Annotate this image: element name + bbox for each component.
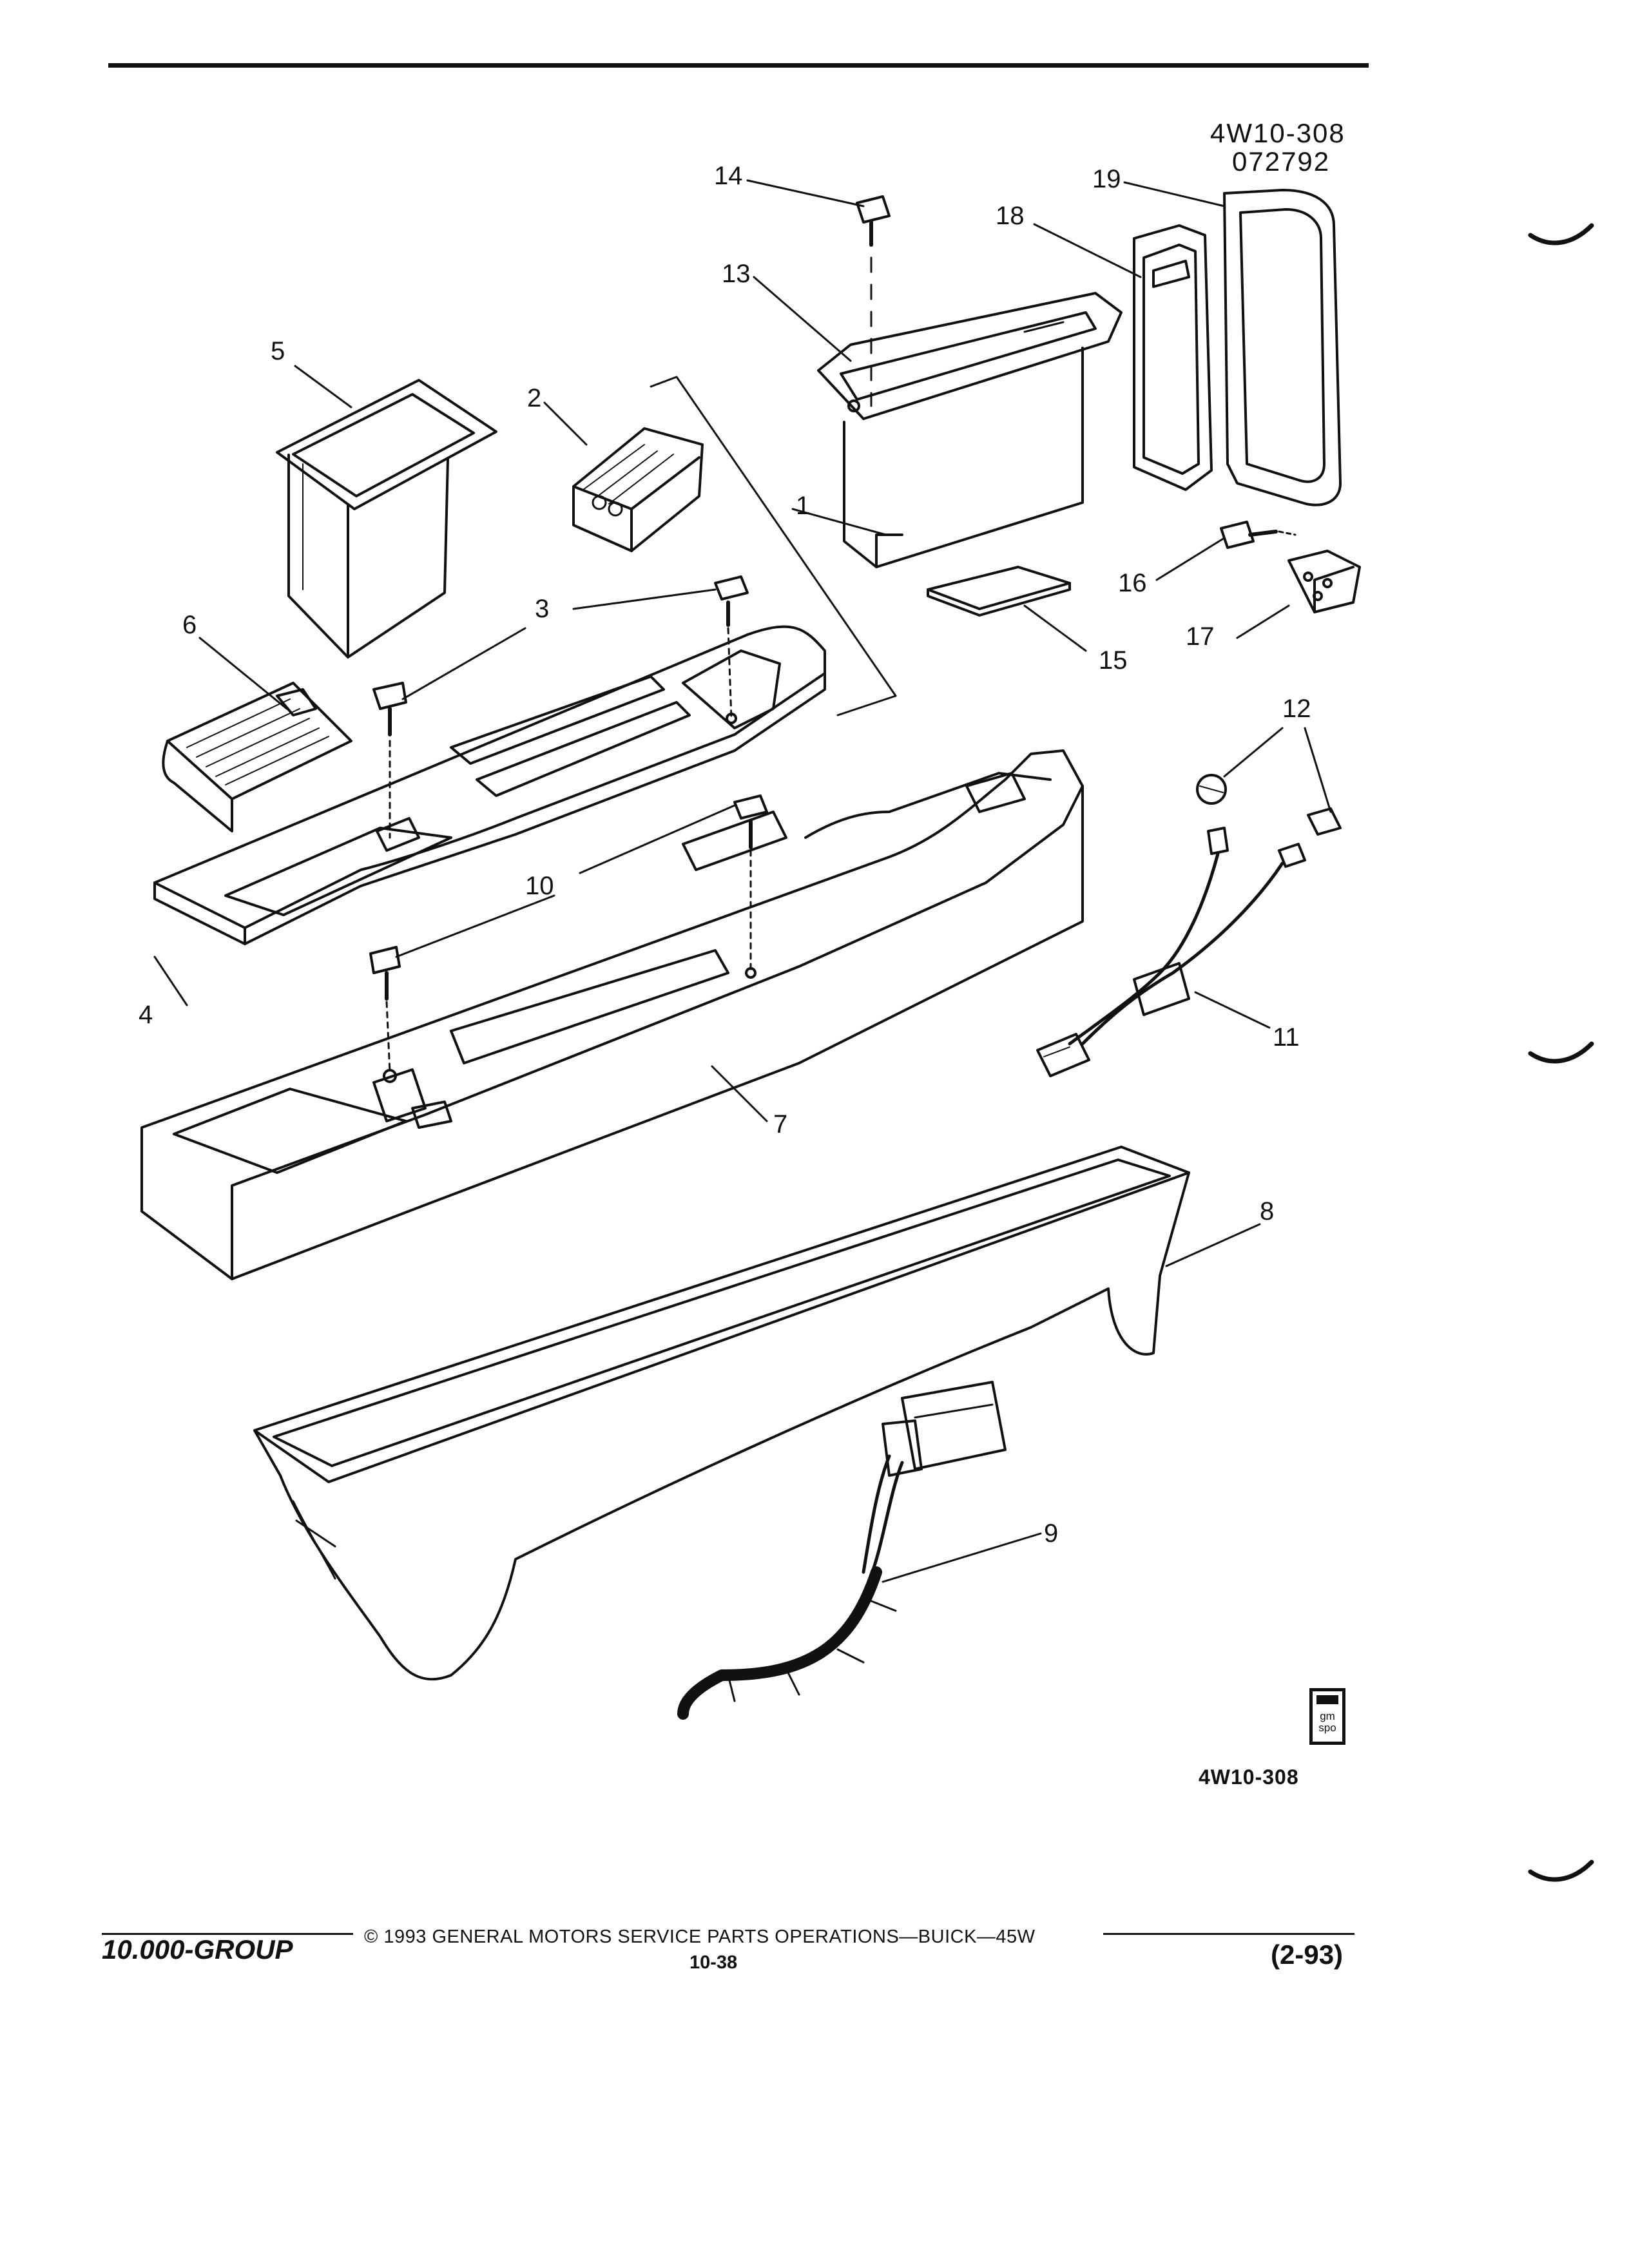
- callout-13: 13: [722, 260, 751, 288]
- callout-9: 9: [1044, 1519, 1059, 1548]
- gm-spo-logo-icon: gm spo: [1309, 1688, 1345, 1745]
- drawing-date-code: 072792: [1232, 146, 1331, 177]
- part-3-screws: [372, 575, 749, 839]
- leader-lines: [153, 179, 1332, 1583]
- callout-15: 15: [1099, 646, 1128, 675]
- top-rule: [108, 63, 1369, 68]
- margin-mark-icon: [1528, 223, 1594, 245]
- callout-19: 19: [1092, 165, 1121, 193]
- callout-10: 10: [525, 872, 554, 900]
- part-13-cup-holder-body: [817, 292, 1123, 568]
- footer-group-label: 10.000-GROUP: [102, 1934, 293, 1965]
- callout-7: 7: [773, 1110, 788, 1139]
- part-8-lower-trim: [253, 1146, 1190, 1681]
- part-1-bracket: [650, 376, 897, 716]
- callout-17: 17: [1186, 622, 1215, 651]
- badge-text-top: gm: [1320, 1710, 1335, 1722]
- part-11-wiring-harness: [1036, 827, 1306, 1077]
- part-5-storage-bin: [276, 379, 497, 658]
- part-12-bulbs: [1196, 774, 1342, 836]
- part-9-wiring-harness: [677, 1381, 1007, 1720]
- part-7-console-base: [140, 749, 1084, 1280]
- part-19-tray: [1223, 189, 1342, 506]
- callout-16: 16: [1118, 569, 1147, 597]
- callout-5: 5: [271, 337, 285, 365]
- part-6-lid: [162, 682, 352, 832]
- part-16-screw: [1220, 521, 1296, 549]
- drawing-id: 4W10-308: [1210, 118, 1345, 148]
- callout-6: 6: [182, 611, 197, 639]
- bottom-drawing-ref: 4W10-308: [1199, 1765, 1299, 1789]
- part-10-screws: [369, 794, 768, 1074]
- callout-4: 4: [139, 1001, 153, 1029]
- part-2-ashtray-insert: [572, 427, 704, 552]
- part-14-screw: [856, 195, 891, 407]
- footer-date: (2-93): [1271, 1939, 1344, 1970]
- callout-1: 1: [796, 492, 811, 520]
- callout-12: 12: [1282, 695, 1311, 723]
- callout-11: 11: [1273, 1023, 1300, 1052]
- callout-18: 18: [996, 202, 1025, 230]
- callout-3: 3: [535, 595, 550, 623]
- callout-2: 2: [527, 384, 542, 412]
- margin-mark-icon: [1528, 1860, 1594, 1882]
- part-17-hinge: [1287, 550, 1361, 613]
- footer-rule-right: [1103, 1933, 1354, 1935]
- callout-14: 14: [714, 162, 743, 190]
- badge-text-bottom: spo: [1318, 1722, 1336, 1734]
- margin-mark-icon: [1528, 1041, 1594, 1064]
- part-18-bezel: [1133, 224, 1213, 491]
- callout-8: 8: [1260, 1197, 1275, 1225]
- part-15-pad: [927, 566, 1071, 617]
- footer-copyright: © 1993 GENERAL MOTORS SERVICE PARTS OPER…: [364, 1927, 1036, 1947]
- footer-page-number: 10-38: [689, 1952, 738, 1973]
- part-4-console-top-plate: [153, 625, 826, 945]
- badge-bar: [1316, 1695, 1338, 1704]
- footer-rule-left: [102, 1933, 353, 1935]
